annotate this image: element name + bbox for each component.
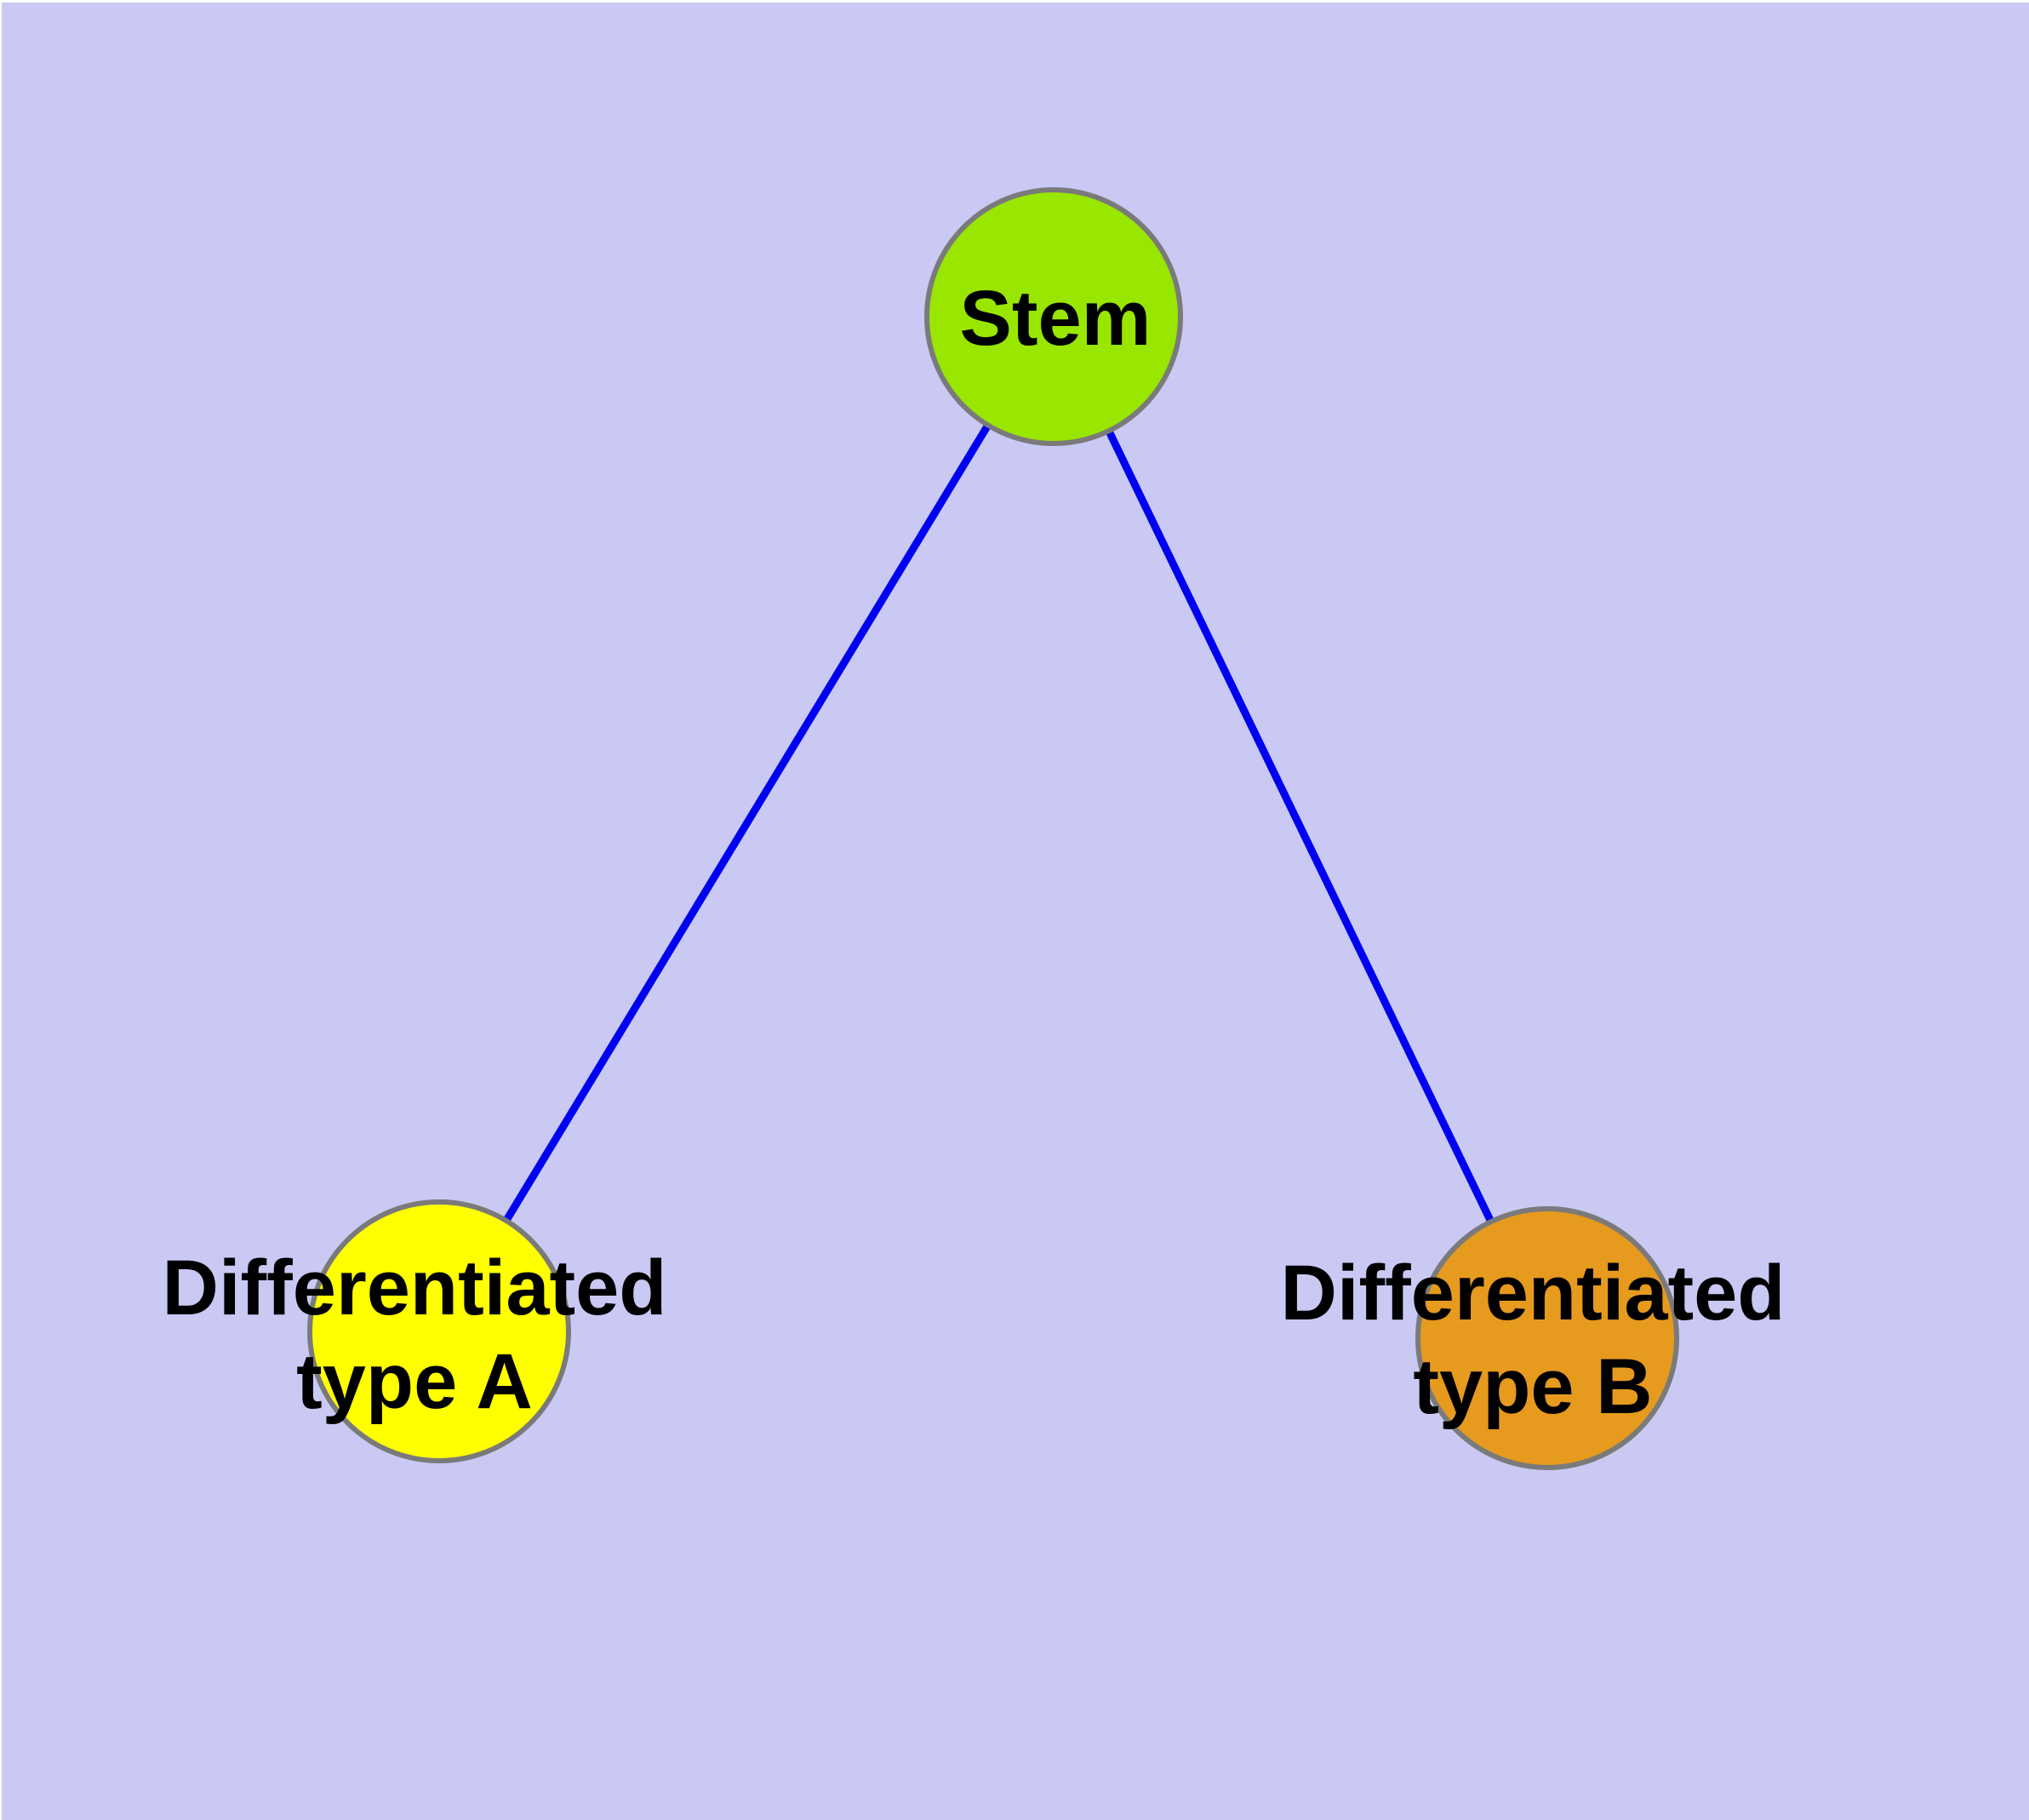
- edge-stem-to-type-a: [436, 314, 1057, 1334]
- edge-stem-to-type-b: [1049, 315, 1552, 1340]
- label-line: Stem: [959, 275, 1152, 362]
- node-type-b-label: Differentiated type B: [1281, 1246, 1786, 1434]
- node-type-b: [1415, 1206, 1679, 1470]
- label-line: Differentiated: [1280, 1250, 1786, 1336]
- label-line: Differentiated: [162, 1245, 667, 1331]
- label-line: type B: [1413, 1343, 1653, 1430]
- node-stem-label: Stem: [960, 272, 1152, 365]
- node-stem: [924, 187, 1183, 446]
- node-type-a-label: Differentiated type A: [163, 1241, 667, 1428]
- node-type-a: [307, 1199, 571, 1463]
- label-line: type A: [296, 1338, 533, 1425]
